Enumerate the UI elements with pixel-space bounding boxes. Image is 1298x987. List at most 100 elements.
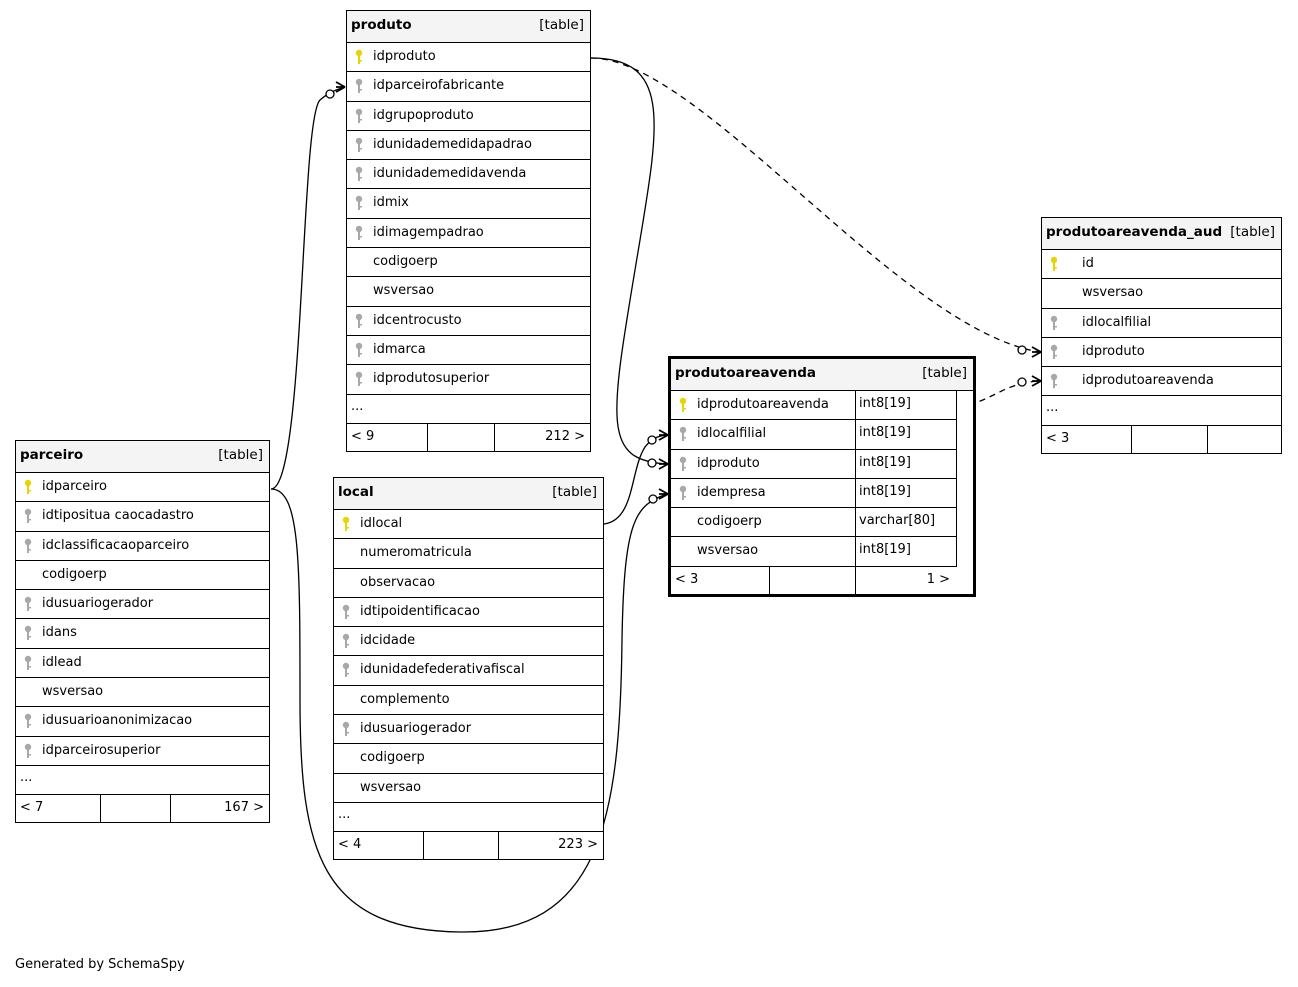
column-name: idcentrocusto bbox=[373, 312, 462, 328]
column-row-idgrupoproduto[interactable]: idgrupoproduto bbox=[347, 102, 590, 131]
parents-count: < 3 bbox=[1046, 430, 1070, 446]
column-row-idcentrocusto[interactable]: idcentrocusto bbox=[347, 307, 590, 336]
column-row-idtipoidentificacao[interactable]: idtipoidentificacao bbox=[334, 598, 603, 628]
column-name: idparceiro bbox=[42, 479, 107, 494]
foreign-key-icon bbox=[24, 596, 32, 612]
column-row-idusuariogerador[interactable]: idusuariogerador bbox=[16, 590, 269, 620]
column-row-complemento[interactable]: complemento bbox=[334, 686, 603, 716]
column-row-idusuariogerador[interactable]: idusuariogerador bbox=[334, 715, 603, 745]
column-row-idlead[interactable]: idlead bbox=[16, 649, 269, 679]
column-name: idimagempadrao bbox=[373, 224, 484, 240]
footer-children[interactable]: 1 > bbox=[855, 566, 955, 594]
foreign-key-icon bbox=[679, 426, 687, 442]
column-row-idparceirosuperior[interactable]: idparceirosuperior bbox=[16, 737, 269, 766]
column-row-idimagempadrao[interactable]: idimagempadrao bbox=[347, 219, 590, 249]
footer-children[interactable]: 212 > bbox=[494, 423, 590, 451]
column-row-idmarca[interactable]: idmarca bbox=[347, 336, 590, 366]
footer-parents[interactable]: < 9 bbox=[347, 424, 427, 451]
column-name: idunidadefederativafiscal bbox=[360, 662, 525, 678]
relation-crowfoot-marker bbox=[658, 458, 669, 470]
column-row-wsversao[interactable]: wsversao bbox=[16, 678, 269, 708]
column-row-idusuarioanonimizacao[interactable]: idusuarioanonimizacao bbox=[16, 707, 269, 737]
column-row-wsversao[interactable]: wsversao bbox=[334, 774, 603, 803]
column-name: idtipositua caocadastro bbox=[42, 508, 194, 524]
column-row-idproduto[interactable]: idproduto bbox=[1042, 338, 1281, 368]
table-footer: < 9 212 > bbox=[347, 423, 590, 451]
column-row-codigoerp[interactable]: codigoerp bbox=[347, 248, 590, 278]
column-row-idlocalfilial[interactable]: idlocalfilial bbox=[1042, 309, 1281, 338]
column-row-idclassificacaoparceiro[interactable]: idclassificacaoparceiro bbox=[16, 532, 269, 561]
column-row-idans[interactable]: idans bbox=[16, 619, 269, 649]
foreign-key-icon bbox=[1050, 315, 1058, 331]
column-name: idunidademedidavenda bbox=[373, 166, 527, 182]
footer-parents[interactable]: < 3 bbox=[1042, 426, 1131, 453]
column-row-idtiposituacaocadastro[interactable]: idtipositua caocadastro bbox=[16, 502, 269, 532]
footer-children[interactable]: 223 > bbox=[498, 832, 603, 860]
column-row-idparceiro[interactable]: idparceiro bbox=[16, 473, 269, 503]
column-row-idunidademedidavenda[interactable]: idunidademedidavenda bbox=[347, 160, 590, 190]
column-row-observacao[interactable]: observacao bbox=[334, 569, 603, 598]
relation-crowfoot-marker bbox=[335, 81, 346, 93]
table-footer: < 4 223 > bbox=[334, 832, 603, 860]
column-row-idprodutosuperior[interactable]: idprodutosuperior bbox=[347, 365, 590, 395]
column-row-idcidade[interactable]: idcidade bbox=[334, 627, 603, 657]
column-row-idunidademedidapadrao[interactable]: idunidademedidapadrao bbox=[347, 131, 590, 161]
table-name: produtoareavenda bbox=[675, 365, 816, 381]
column-row-idunidadefederativafiscal[interactable]: idunidadefederativafiscal bbox=[334, 656, 603, 686]
foreign-key-icon bbox=[355, 137, 363, 153]
footer-parents[interactable]: < 7 bbox=[16, 795, 100, 822]
foreign-key-icon bbox=[679, 485, 687, 501]
column-row-numeromatricula[interactable]: numeromatricula bbox=[334, 539, 603, 569]
column-name: complemento bbox=[360, 691, 450, 707]
relation-optional-marker bbox=[1017, 345, 1027, 355]
column-name: codigoerp bbox=[373, 254, 438, 270]
column-name: wsversao bbox=[360, 779, 422, 795]
footer-middle bbox=[769, 566, 855, 594]
table-footer: < 3 bbox=[1042, 425, 1281, 453]
primary-key-icon bbox=[679, 397, 687, 413]
children-count: 167 > bbox=[224, 800, 264, 816]
column-row-idprodutoareavenda[interactable]: idprodutoareavenda bbox=[1042, 367, 1281, 397]
children-count: 1 > bbox=[926, 571, 950, 587]
ellipsis-text: ... bbox=[338, 806, 351, 822]
column-row-idmix[interactable]: idmix bbox=[347, 189, 590, 219]
footer-children[interactable] bbox=[1207, 425, 1281, 453]
parents-count: < 3 bbox=[675, 571, 699, 587]
relation-optional-marker bbox=[1017, 377, 1027, 387]
column-row-idparceirofabricante[interactable]: idparceirofabricante bbox=[347, 72, 590, 102]
relation-optional-marker bbox=[325, 89, 335, 99]
ellipsis-text: ... bbox=[351, 398, 364, 414]
ellipsis-text: ... bbox=[20, 769, 33, 785]
table-produtoareavenda[interactable]: produtoareavenda [table] idprodutoareave… bbox=[668, 356, 976, 597]
parents-count: < 9 bbox=[351, 428, 375, 444]
more-columns-ellipsis: ... bbox=[1042, 396, 1281, 426]
column-name: idusuariogerador bbox=[42, 596, 154, 612]
column-row-wsversao[interactable]: wsversao bbox=[1042, 279, 1281, 309]
column-row-idproduto[interactable]: idproduto bbox=[347, 43, 590, 73]
footer-parents[interactable]: < 3 bbox=[671, 567, 769, 594]
column-row-idlocal[interactable]: idlocal bbox=[334, 510, 603, 540]
foreign-key-icon bbox=[24, 625, 32, 641]
column-row-wsversao[interactable]: wsversao bbox=[347, 277, 590, 307]
column-name: wsversao bbox=[373, 283, 435, 299]
footer-children[interactable]: 167 > bbox=[170, 795, 269, 823]
primary-key-icon bbox=[24, 479, 32, 495]
column-row-id[interactable]: id bbox=[1042, 250, 1281, 280]
footer-parents[interactable]: < 4 bbox=[334, 832, 423, 859]
column-name: codigoerp bbox=[697, 514, 762, 530]
foreign-key-icon bbox=[342, 721, 350, 737]
column-row-codigoerp[interactable]: codigoerp bbox=[16, 561, 269, 591]
parents-count: < 4 bbox=[338, 837, 362, 853]
column-row-codigoerp[interactable]: codigoerp bbox=[334, 744, 603, 774]
